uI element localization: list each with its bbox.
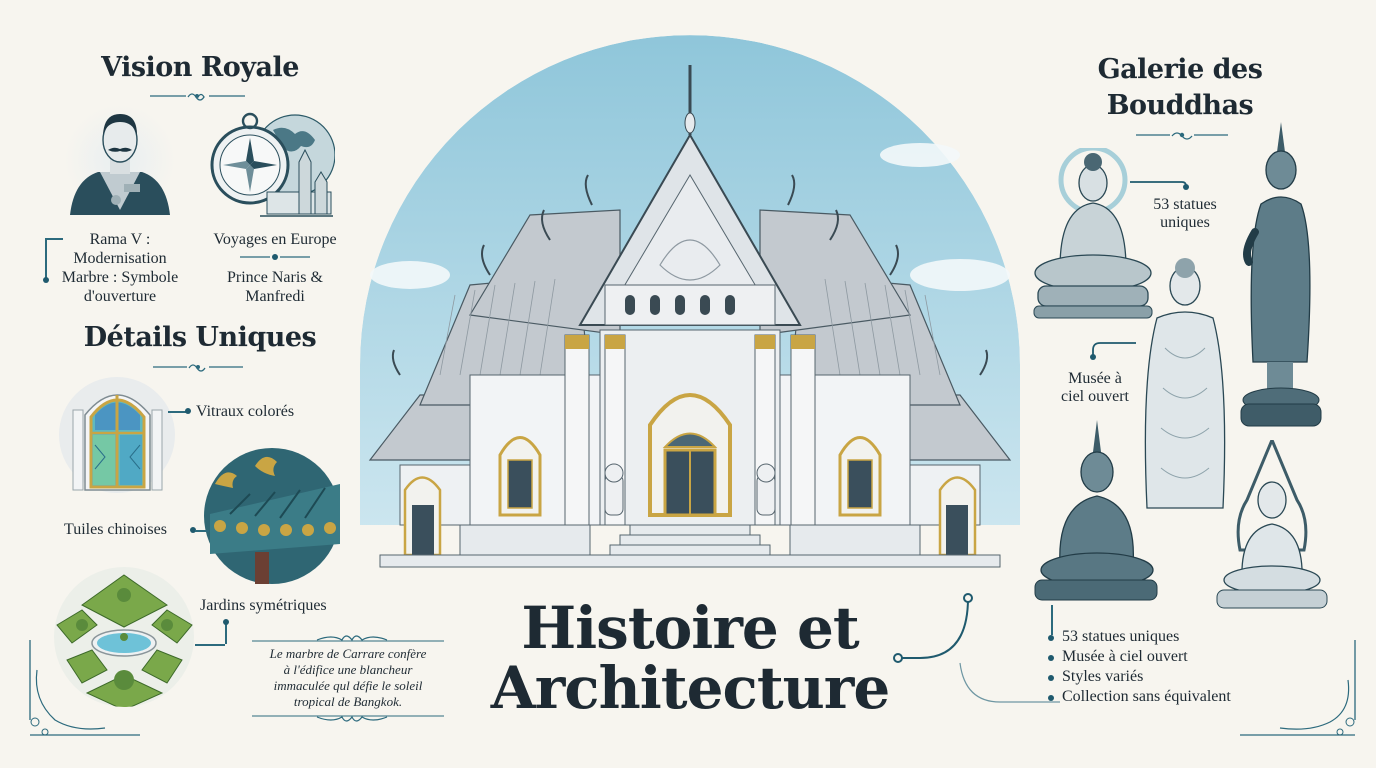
vitraux-dot <box>185 408 191 414</box>
jardins-dot <box>223 619 229 625</box>
flourish-divider-icon <box>1136 132 1228 140</box>
galerie-title-line-1: Galerie des <box>1097 54 1263 85</box>
stained-glass-window-icon <box>59 377 175 493</box>
symmetric-garden-icon <box>54 567 194 707</box>
feature-item: Musée à ciel ouvert <box>1046 647 1231 667</box>
main-title: Histoire et Architecture <box>480 598 900 718</box>
jardins-connector <box>195 644 225 646</box>
quote-line: à l'édifice une blancheur <box>283 662 413 677</box>
galerie-title-line-2: Bouddhas <box>1106 90 1254 121</box>
jardins-label: Jardins symétriques <box>200 597 327 614</box>
dot-divider-icon <box>240 254 310 260</box>
main-title-line-2: Architecture <box>490 654 891 722</box>
quote-line: immaculée qul défie le soleil <box>273 678 423 693</box>
title-connector-icon <box>893 593 1060 703</box>
galerie-bouddhas-title: Galerie des Bouddhas <box>1060 52 1300 124</box>
vitraux-label: Vitraux colorés <box>196 403 295 420</box>
callout-connector-icon <box>1090 342 1136 360</box>
compass-globe-europe-icon <box>210 112 335 217</box>
tuiles-connector <box>195 530 209 532</box>
standing-buddha-dark-statue-icon <box>1240 122 1322 427</box>
rama-v-bracket-line <box>45 238 47 278</box>
vision-royale-title: Vision Royale <box>101 52 299 83</box>
callout-line: Musée à <box>1068 370 1122 387</box>
jardins-connector-vertical <box>225 622 227 644</box>
quote-bottom-flourish-icon <box>252 715 444 722</box>
caption-line: Prince Naris & <box>227 269 323 286</box>
quote-top-flourish-icon <box>252 635 444 642</box>
flourish-divider-icon <box>150 93 245 101</box>
main-title-line-1: Histoire et <box>521 594 859 662</box>
caption-line: Marbre : Symbole <box>61 269 179 286</box>
callout-line: 53 statues <box>1153 196 1217 213</box>
seated-buddha-crowned-statue-icon <box>1216 440 1328 609</box>
tuiles-dot <box>190 527 196 533</box>
rama-v-bracket-top <box>45 238 63 240</box>
bullet-list-connector <box>1051 605 1053 635</box>
standing-buddha-light-statue-icon <box>1144 258 1226 509</box>
rama-v-bullet-dot <box>43 277 49 283</box>
corner-ornament-bottom-right-icon <box>1240 640 1356 736</box>
details-uniques-title: Détails Uniques <box>83 322 317 353</box>
vitraux-connector <box>168 411 186 413</box>
callout-musee-ciel-ouvert: Musée à ciel ouvert <box>1050 370 1140 406</box>
callout-53-statues: 53 statues uniques <box>1140 196 1230 232</box>
caption-line: Manfredi <box>245 288 305 305</box>
feature-item: Collection sans équivalent <box>1046 687 1231 707</box>
seated-buddha-dark-statue-icon <box>1034 420 1158 601</box>
feature-item: Styles variés <box>1046 667 1231 687</box>
caption-line: Rama V : <box>89 231 151 248</box>
voyages-europe-caption: Voyages en Europe <box>213 231 337 248</box>
rama-v-caption: Rama V : Modernisation Marbre : Symbole … <box>55 230 185 306</box>
quote-line: Le marbre de Carrare confère <box>269 646 427 661</box>
prince-naris-caption: Prince Naris & Manfredi <box>200 268 350 306</box>
seated-buddha-halo-statue-icon <box>1033 148 1153 319</box>
caption-line: Modernisation <box>73 250 167 267</box>
chinese-roof-tiles-icon <box>204 448 340 584</box>
callout-line: uniques <box>1160 214 1210 231</box>
quote-line: tropical de Bangkok. <box>293 694 403 709</box>
carrara-marble-quote: Le marbre de Carrare confère à l'édifice… <box>248 646 448 710</box>
galerie-feature-list: 53 statues uniques Musée à ciel ouvert S… <box>1046 627 1231 707</box>
caption-line: d'ouverture <box>83 288 157 305</box>
king-rama-v-portrait-icon <box>65 105 175 215</box>
marble-temple-illustration <box>360 35 1020 595</box>
callout-connector-icon <box>1130 181 1189 190</box>
tuiles-label: Tuiles chinoises <box>64 521 167 538</box>
flourish-divider-icon <box>153 364 243 372</box>
feature-item: 53 statues uniques <box>1046 627 1231 647</box>
callout-line: ciel ouvert <box>1061 388 1129 405</box>
corner-ornament-bottom-left-icon <box>29 640 140 736</box>
